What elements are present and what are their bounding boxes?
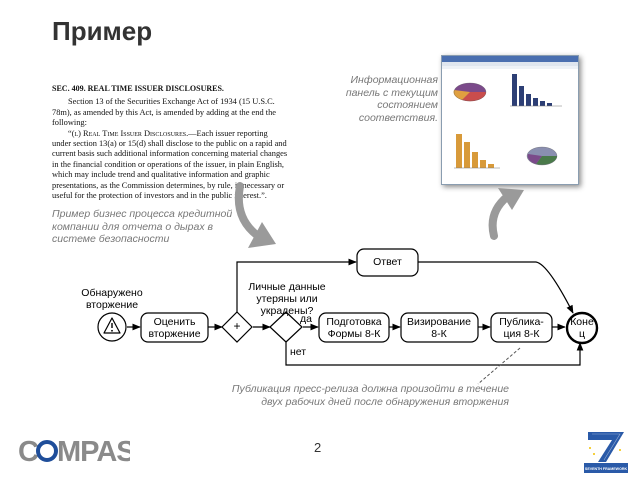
right-curved-arrow — [488, 188, 524, 240]
publish-task-label: Публика-ция 8-К — [499, 316, 544, 340]
flow-decision-no — [285, 342, 584, 366]
example-note: Пример бизнес процесса кредитной компани… — [52, 208, 233, 245]
svg-text:MPAS: MPAS — [57, 436, 130, 466]
deadline-dashed-line — [477, 347, 521, 385]
flow-gateway-to-answer — [236, 258, 357, 312]
end-event-label: Коне ц — [570, 316, 594, 340]
legal-text-excerpt: SEC. 409. REAL TIME ISSUER DISCLOSURES. … — [52, 84, 288, 201]
dashboard-thumbnail — [441, 55, 579, 185]
fp7-logo-mark: SEVENTH FRAMEWORK — [584, 432, 628, 473]
fp7-logo: SEVENTH FRAMEWORK — [582, 430, 630, 474]
compas-logo-mark: C MPAS — [18, 436, 136, 468]
warning-icon — [103, 317, 121, 334]
start-event — [97, 312, 127, 342]
left-curved-arrow — [234, 182, 276, 248]
prepare-task-box — [318, 312, 390, 343]
start-event-label: Обнаружено вторжение — [81, 287, 143, 311]
parallel-gateway-label: + — [233, 319, 241, 333]
publish-task-box — [490, 312, 553, 343]
answer-task-box — [356, 248, 419, 277]
parallel-gateway — [221, 311, 253, 343]
end-event — [565, 311, 599, 345]
decision-question-label: Личные данные утеряны или украдены? — [248, 281, 326, 317]
prepare-task-label: Подготовка Формы 8-К — [326, 316, 382, 340]
compas-logo: C MPAS — [18, 432, 136, 471]
svg-text:C: C — [18, 436, 39, 466]
yes-branch-label: да — [300, 313, 312, 325]
page-number: 2 — [314, 440, 322, 455]
assess-task-label: Оценить вторжение — [148, 316, 201, 340]
legal-subsection-label: “(l) Real Time Issuer Disclosures. — [68, 128, 189, 138]
dashboard-note: Информационная панель с текущим состояни… — [345, 74, 438, 124]
answer-task-label: Ответ — [373, 256, 402, 268]
dashboard-image — [442, 56, 578, 169]
no-branch-label: нет — [290, 346, 307, 358]
flow-answer-to-end — [418, 261, 574, 314]
assess-task-box — [140, 312, 209, 343]
deadline-note: Публикация пресс-релиза должна произойти… — [231, 383, 509, 408]
svg-text:SEVENTH FRAMEWORK: SEVENTH FRAMEWORK — [585, 467, 628, 471]
decision-gateway — [269, 311, 303, 343]
approve-task-box — [400, 312, 479, 343]
slide-title: Пример — [52, 16, 153, 46]
legal-heading: SEC. 409. REAL TIME ISSUER DISCLOSURES. — [52, 84, 224, 93]
approve-task-label: Визирование 8-К — [406, 316, 472, 340]
legal-paragraph-1: Section 13 of the Securities Exchange Ac… — [52, 97, 276, 128]
legal-paragraph-2: —Each issuer reporting under section 13(… — [52, 128, 288, 201]
